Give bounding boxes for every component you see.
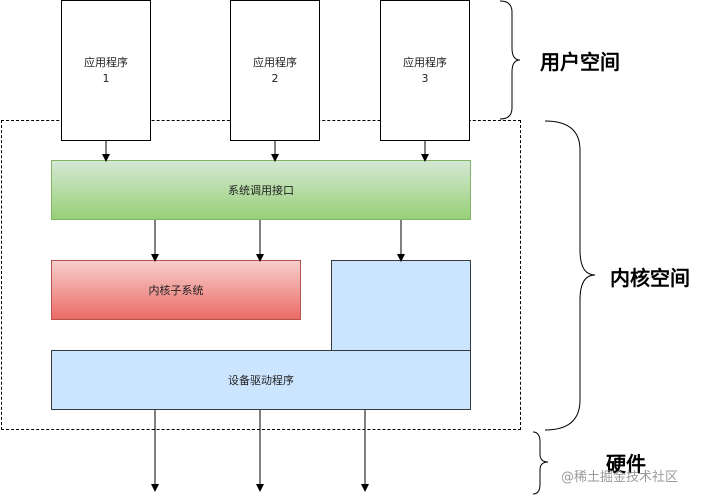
app-box-1: 应用程序 1	[61, 0, 151, 141]
hardware-label: 硬件	[606, 452, 646, 476]
app-number: 1	[102, 71, 110, 85]
app-box-3: 应用程序 3	[380, 0, 470, 141]
kernel-space-brace	[544, 120, 596, 431]
device-driver-label: 设备驱动程序	[228, 374, 294, 387]
hardware-brace	[532, 431, 549, 495]
watermark: @稀土掘金技术社区	[561, 470, 679, 485]
app-name: 应用程序	[84, 55, 128, 69]
app-number: 2	[271, 71, 279, 85]
syscall-interface-label: 系统调用接口	[228, 184, 294, 197]
device-driver-box: 设备驱动程序	[51, 350, 471, 410]
driver-upper-block	[331, 260, 471, 351]
app-name: 应用程序	[253, 55, 297, 69]
app-name: 应用程序	[403, 55, 447, 69]
user-space-brace	[499, 0, 521, 120]
syscall-interface-box: 系统调用接口	[51, 160, 471, 220]
app-box-2: 应用程序 2	[230, 0, 320, 141]
user-space-label: 用户空间	[540, 50, 620, 74]
kernel-subsystem-box: 内核子系统	[51, 260, 301, 320]
kernel-space-label: 内核空间	[610, 266, 690, 290]
kernel-subsystem-label: 内核子系统	[148, 284, 204, 297]
app-number: 3	[421, 71, 429, 85]
